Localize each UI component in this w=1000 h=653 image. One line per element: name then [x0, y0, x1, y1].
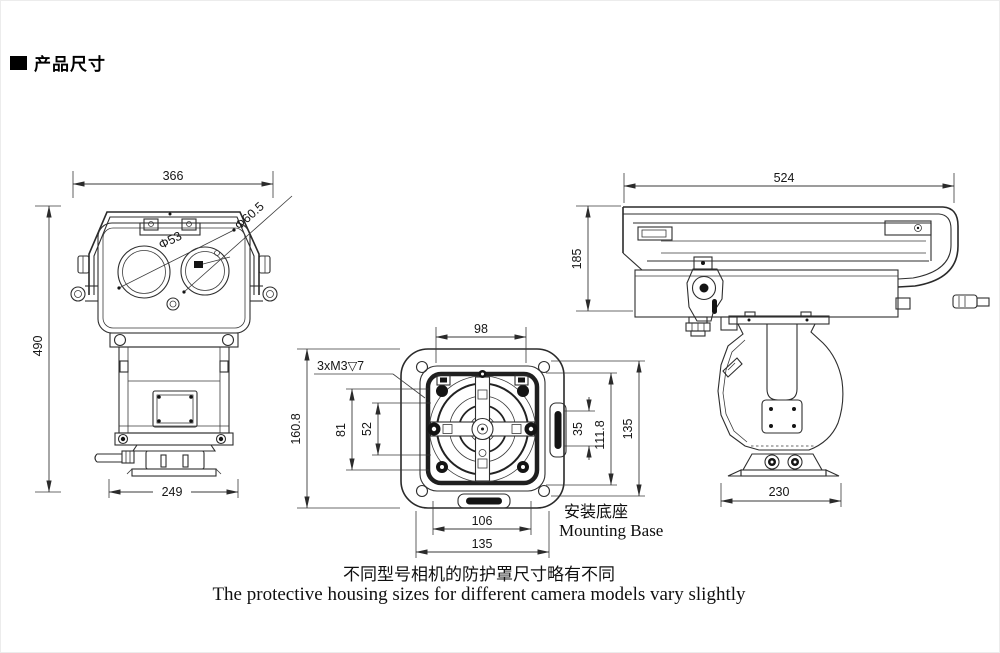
side-lower-housing [634, 269, 899, 318]
dim-side-top-width: 524 [774, 171, 795, 185]
base-view-linework [400, 348, 567, 509]
side-view-linework [622, 206, 990, 477]
pt-base [742, 453, 823, 471]
side-camera-bracket [637, 226, 673, 241]
dim-base-106: 106 [472, 514, 493, 528]
dim-front-bottom-width: 249 [162, 485, 183, 499]
dim-base-135-bottom: 135 [472, 537, 493, 551]
base-side-slot [549, 402, 567, 458]
dim-side-base-width: 230 [769, 485, 790, 499]
front-body [118, 346, 230, 434]
dim-base-52: 52 [360, 422, 374, 436]
mounting-base-view: 98 160.8 81 52 35 [289, 322, 663, 558]
dim-front-top-width: 366 [163, 169, 184, 183]
mounting-base-caption-cn: 安装底座 [564, 503, 628, 521]
title-square-icon [10, 55, 27, 70]
side-view: 524 185 230 [570, 171, 990, 507]
dim-base-top: 98 [474, 322, 488, 336]
dim-side-height: 185 [570, 249, 584, 270]
front-lens-right [180, 246, 230, 296]
label-lens-diameter-53: Φ53 [156, 229, 184, 252]
dim-base-111-8: 111.8 [593, 420, 607, 449]
label-lens-diameter-60: Φ60.5 [232, 199, 267, 232]
pt-head [717, 323, 844, 451]
front-lens-left [117, 245, 171, 299]
front-view-linework [70, 211, 278, 477]
title-text: 产品尺寸 [34, 55, 106, 74]
dim-base-height: 160.8 [289, 413, 303, 444]
mounting-base-caption-en: Mounting Base [559, 521, 663, 540]
front-view: 366 490 249 Φ53 Φ60.5 [31, 169, 293, 499]
front-cable-gland [121, 450, 135, 464]
dim-base-81: 81 [334, 423, 348, 437]
footnote-en: The protective housing sizes for differe… [212, 584, 746, 605]
thread-note: 3xM3▽7 [317, 359, 364, 373]
base-view-dimensions: 98 160.8 81 52 35 [289, 322, 663, 558]
dim-front-height: 490 [31, 336, 45, 357]
section-title: 产品尺寸 [10, 50, 106, 75]
front-view-dimensions: 366 490 249 Φ53 Φ60.5 [31, 169, 293, 499]
dim-base-35: 35 [571, 422, 585, 436]
front-mount-base [145, 450, 205, 470]
base-bottom-slot [457, 493, 511, 509]
side-clamp [686, 268, 724, 322]
side-view-dimensions: 524 185 230 [570, 171, 955, 507]
footnote-cn: 不同型号相机的防护罩尺寸略有不同 [343, 565, 615, 584]
dim-base-135-right: 135 [621, 419, 635, 440]
front-cable [94, 453, 98, 463]
